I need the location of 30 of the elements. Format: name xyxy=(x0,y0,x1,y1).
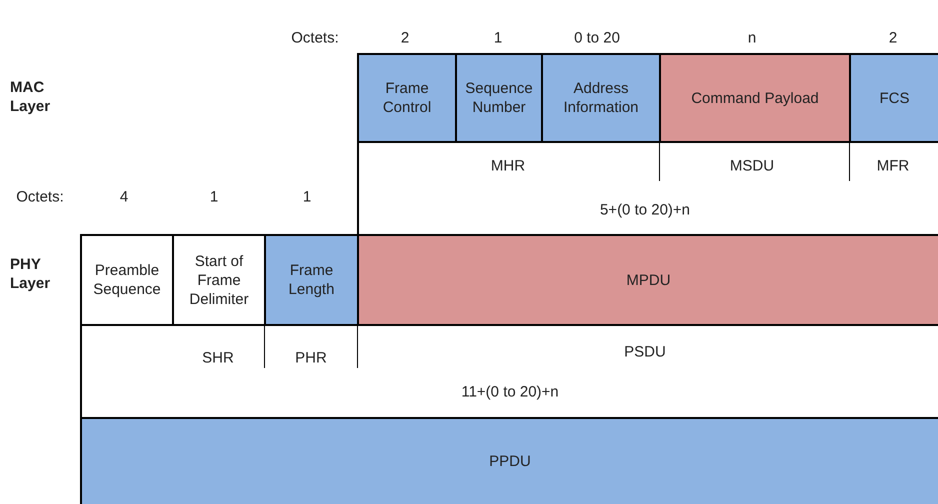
octet-count: n xyxy=(748,30,756,46)
field-group-label: MHR xyxy=(490,158,526,174)
octet-count: 1 xyxy=(302,188,312,206)
frame-field: Address Information xyxy=(541,53,661,143)
field-group-label: MSDU xyxy=(730,158,774,174)
field-group-label: PHR xyxy=(295,350,327,366)
frame-field: Frame Control xyxy=(357,53,457,143)
octet-count: 2 xyxy=(888,30,898,46)
octet-count: 1 xyxy=(494,30,502,46)
frame-field: FCS xyxy=(849,53,938,143)
frame-field: Sequence Number xyxy=(455,53,543,143)
field-group-label: MFR xyxy=(876,158,910,174)
field-group-label: PSDU xyxy=(624,344,666,360)
octet-count: 4 xyxy=(120,188,128,206)
total-length-label: 11+(0 to 20)+n xyxy=(461,384,559,400)
frame-field: Command Payload xyxy=(659,53,851,143)
layer-label: MAC Layer xyxy=(10,78,52,116)
octets-heading: Octets: xyxy=(16,188,64,206)
frame-field: PPDU xyxy=(80,417,938,504)
octet-count: 2 xyxy=(400,30,410,46)
frame-field: Frame Length xyxy=(264,234,359,326)
frame-field: Start of Frame Delimiter xyxy=(172,234,266,326)
total-length-label: 5+(0 to 20)+n xyxy=(600,202,690,218)
frame-field: MPDU xyxy=(357,234,938,326)
field-group-label: SHR xyxy=(202,350,234,366)
frame-field: Preamble Sequence xyxy=(80,234,174,326)
octet-count: 0 to 20 xyxy=(574,30,620,46)
layer-label: PHY Layer xyxy=(10,255,52,293)
octets-heading: Octets: xyxy=(291,30,339,46)
octet-count: 1 xyxy=(210,188,218,206)
